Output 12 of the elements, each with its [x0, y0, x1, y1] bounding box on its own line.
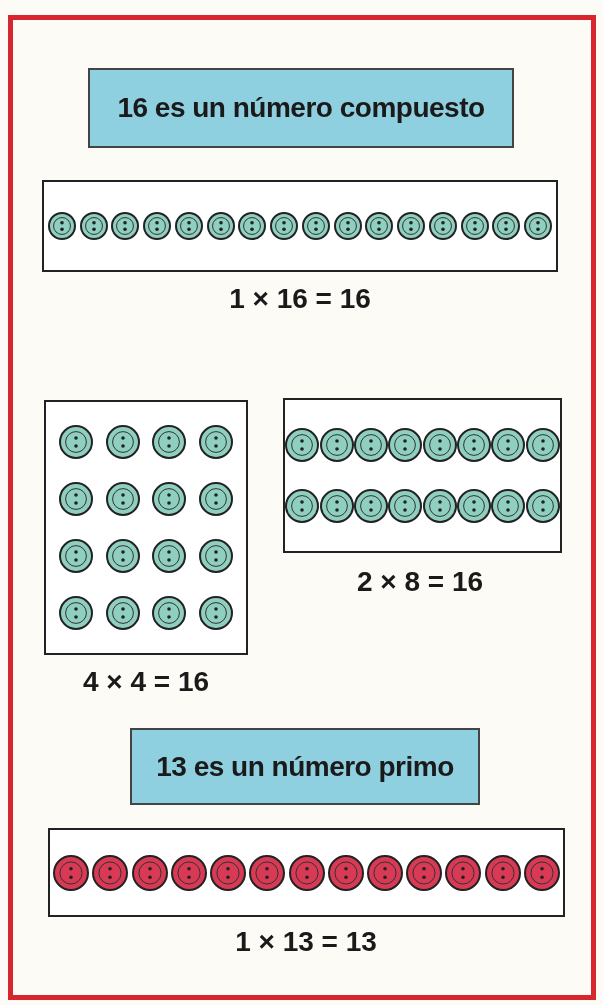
equation-text: 2 × 8 = 16: [356, 566, 484, 598]
banner-text: 16 es un número compuesto: [117, 92, 485, 124]
equation-text: 4 × 4 = 16: [82, 666, 210, 698]
title-banner: [88, 68, 514, 148]
title-banner: [130, 728, 480, 805]
equation-text: 1 × 16 = 16: [229, 283, 371, 315]
button-frame: [48, 828, 565, 917]
button-frame: [44, 400, 248, 655]
button-frame: [42, 180, 558, 272]
banner-text: 13 es un número primo: [156, 750, 454, 783]
button-frame: [283, 398, 562, 553]
equation-text: 1 × 13 = 13: [235, 926, 377, 958]
